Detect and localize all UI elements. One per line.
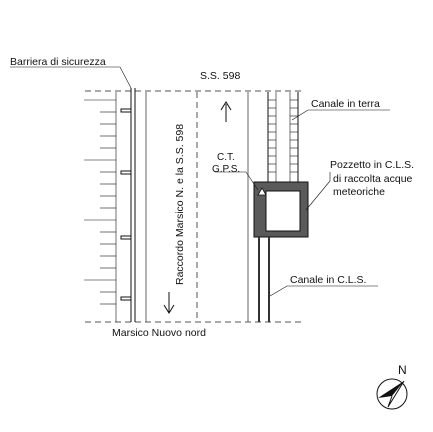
canal-earth-leader (291, 109, 390, 121)
gps-triangle-icon (257, 187, 267, 196)
label-pozzetto-1: Pozzetto in C.L.S. (330, 159, 414, 171)
label-pozzetto-2: di raccolta acque (333, 173, 413, 185)
label-canal-cls: Canale in C.L.S. (290, 274, 366, 286)
label-north: N (398, 363, 407, 377)
canale-in-terra (267, 92, 299, 182)
gps-leader (215, 171, 259, 191)
canale-in-cls (258, 237, 270, 322)
terrain-hatching (84, 92, 117, 322)
arrow-down-icon (163, 292, 175, 314)
label-road-vertical: Raccordo Marsico N. e la S.S. 598 (174, 124, 186, 285)
safety-barrier (120, 88, 136, 322)
label-barrier: Barriera di sicurezza (10, 56, 106, 68)
label-pozzetto-3: meteoriche (333, 186, 385, 198)
label-road-bottom: Marsico Nuovo nord (112, 327, 206, 339)
pozzetto (253, 181, 309, 238)
canal-cls-leader (269, 285, 378, 297)
label-road-top: S.S. 598 (200, 70, 240, 82)
label-gps: G.P.S. (212, 164, 240, 175)
pozzetto-leader (305, 172, 331, 211)
label-ct: C.T. (217, 152, 235, 163)
north-arrow-icon: N (376, 363, 408, 410)
label-canal-earth: Canale in terra (311, 98, 380, 110)
barrier-leader (10, 66, 132, 89)
arrow-up-icon (220, 101, 232, 122)
